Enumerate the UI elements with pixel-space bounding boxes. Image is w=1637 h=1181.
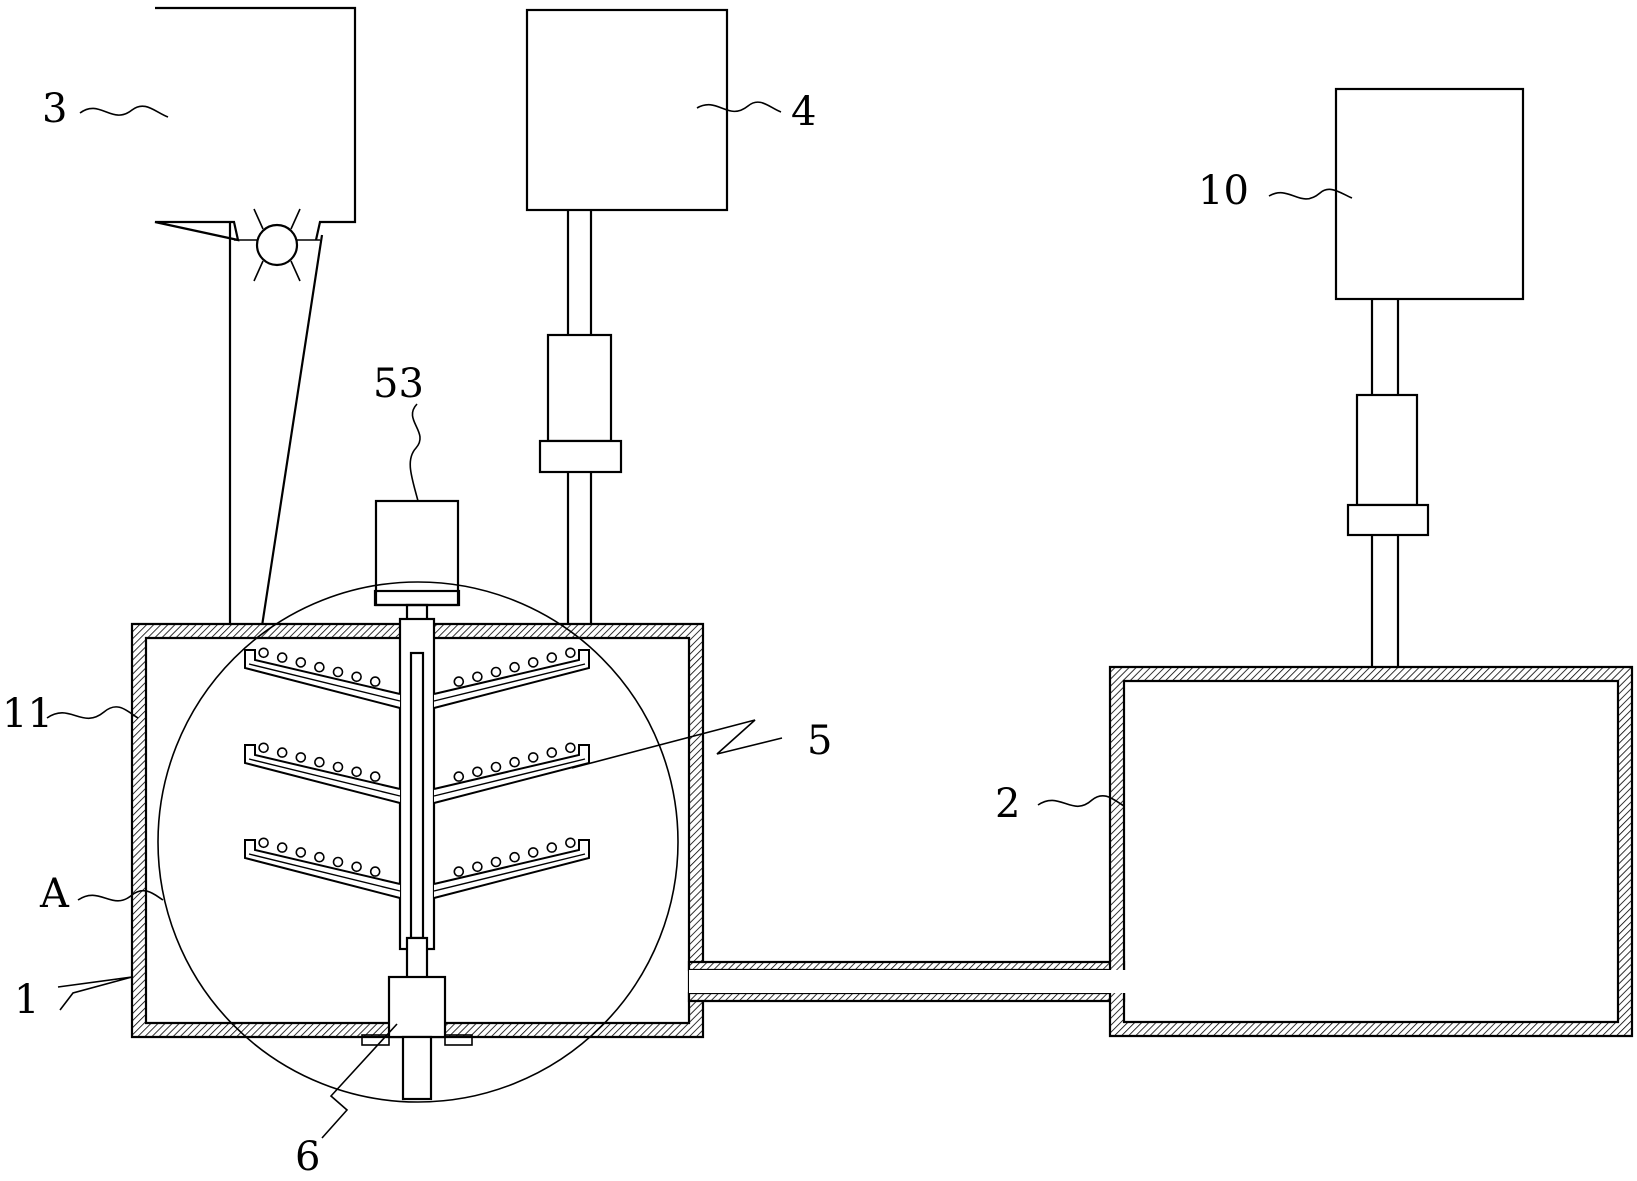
nozzle	[509, 756, 520, 768]
nozzle	[490, 856, 502, 868]
nozzle	[472, 861, 483, 873]
nozzle	[546, 747, 558, 758]
leader-lines	[46, 101, 1353, 1139]
nozzle	[351, 861, 362, 873]
nozzle	[276, 747, 288, 758]
arm-inner-line-tier1-right	[433, 663, 586, 702]
nozzle	[453, 676, 465, 687]
nozzle	[527, 752, 539, 763]
nozzle	[490, 666, 502, 678]
tank-10	[1334, 87, 1525, 667]
label-1: 1	[14, 977, 39, 1023]
arm-inner-line-tier2-right	[433, 758, 586, 797]
label-3: 3	[42, 86, 67, 132]
arm-tier2-right	[433, 744, 590, 804]
nozzle	[258, 742, 269, 754]
label-5: 5	[807, 718, 832, 764]
nozzle	[314, 851, 325, 863]
nozzle	[314, 756, 325, 768]
nozzle	[258, 647, 269, 659]
arm-tier1-left	[244, 649, 401, 709]
nozzle	[332, 761, 344, 773]
arm-tier1-right	[433, 649, 590, 709]
nozzle	[369, 771, 381, 782]
nozzle	[472, 766, 483, 778]
nozzle	[369, 676, 381, 687]
nozzle	[332, 856, 344, 868]
nozzle	[546, 652, 558, 663]
arm-inner-line-tier3-left	[248, 853, 401, 892]
nozzle	[295, 657, 307, 668]
nozzle	[295, 847, 307, 858]
stirring-shaft	[361, 617, 473, 1101]
label-11: 11	[2, 691, 53, 737]
tank-4	[525, 8, 729, 626]
motor-53	[373, 499, 461, 623]
nozzle	[546, 842, 558, 853]
nozzle	[453, 771, 465, 782]
stirring-arms-5	[244, 647, 590, 899]
nozzle	[527, 657, 539, 668]
nozzle	[332, 666, 344, 678]
arm-tier2-left	[244, 744, 401, 804]
container-2	[1108, 665, 1634, 1038]
nozzle	[565, 742, 576, 754]
label-2: 2	[995, 781, 1020, 827]
detail-circle-a	[157, 581, 679, 1103]
label-4: 4	[791, 89, 816, 135]
rotary-feeder-valve	[234, 208, 320, 282]
nozzle	[509, 851, 520, 863]
nozzle	[351, 671, 362, 683]
nozzle	[276, 842, 288, 853]
label-a: A	[39, 871, 70, 917]
mixing-vessel-1	[130, 622, 705, 1039]
nozzle	[453, 866, 465, 877]
label-53: 53	[373, 361, 424, 407]
nozzle	[369, 866, 381, 877]
arm-inner-line-tier1-left	[248, 663, 401, 702]
nozzle	[472, 671, 483, 683]
label-6: 6	[295, 1134, 320, 1180]
nozzle	[565, 647, 576, 659]
nozzle	[527, 847, 539, 858]
nozzle	[295, 752, 307, 763]
part-labels: 3 4 10 53 11 5 2 A 1 6	[2, 86, 1249, 1180]
hopper-3	[154, 6, 357, 627]
nozzle	[565, 837, 576, 849]
arm-tier3-right	[433, 839, 590, 899]
nozzle	[509, 661, 520, 673]
connecting-pipe	[687, 960, 1126, 1003]
label-10: 10	[1198, 168, 1249, 214]
arm-inner-line-tier3-right	[433, 853, 586, 892]
arm-inner-line-tier2-left	[248, 758, 401, 797]
nozzle	[490, 761, 502, 773]
nozzle	[258, 837, 269, 849]
nozzle	[351, 766, 362, 778]
nozzle	[276, 652, 288, 663]
arm-tier3-left	[244, 839, 401, 899]
nozzle	[314, 661, 325, 673]
